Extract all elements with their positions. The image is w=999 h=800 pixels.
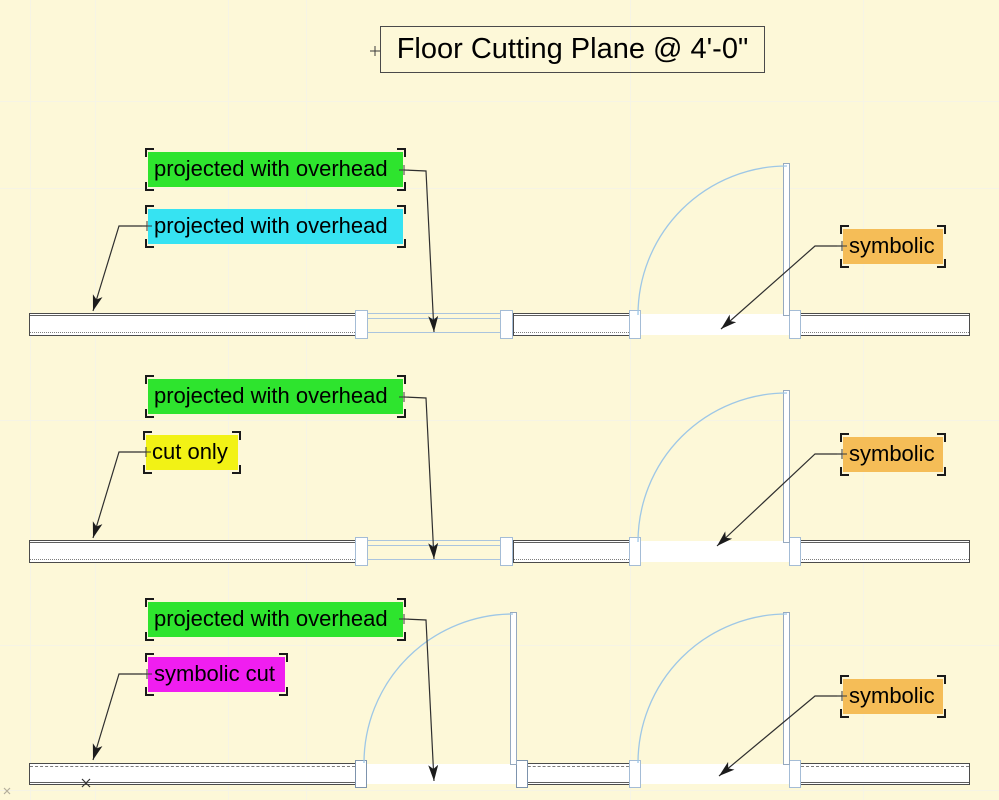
label-text: projected with overhead <box>154 383 388 408</box>
wall-segment[interactable] <box>29 763 356 785</box>
leader-row1-green <box>403 169 439 333</box>
leader-row3-green <box>403 618 439 782</box>
label-text: symbolic <box>849 233 935 258</box>
door-jamb <box>516 760 528 788</box>
label-text: symbolic cut <box>154 661 276 686</box>
wall-segment[interactable] <box>790 763 970 785</box>
wall-segment[interactable] <box>29 313 356 336</box>
grid-line-v <box>30 0 31 800</box>
label-text: projected with overhead <box>154 606 388 631</box>
wall-segment[interactable] <box>29 540 356 563</box>
grid-line-v <box>863 0 864 800</box>
door-leaf[interactable] <box>783 612 790 765</box>
leader-row3-magenta <box>92 673 147 761</box>
label-row3-projected-overhead[interactable]: projected with overhead <box>145 598 406 641</box>
door-leaf[interactable] <box>783 390 790 543</box>
leader-row2-green <box>403 396 439 560</box>
wall-segment[interactable] <box>517 763 630 785</box>
door-jamb <box>629 537 641 566</box>
door-opening <box>634 764 790 784</box>
label-row2-cut-only[interactable]: cut only <box>143 431 241 474</box>
label-row1-projected-overhead-cyan[interactable]: projected with overhead <box>145 205 406 248</box>
label-row1-projected-overhead[interactable]: projected with overhead <box>145 148 406 191</box>
grid-line-h <box>0 420 999 421</box>
label-text: symbolic <box>849 441 935 466</box>
title-text-box[interactable]: Floor Cutting Plane @ 4'-0" <box>380 26 765 73</box>
door-jamb <box>629 760 641 788</box>
window-projected[interactable] <box>366 313 502 333</box>
door-jamb <box>789 760 801 788</box>
label-text: symbolic <box>849 683 935 708</box>
window-jamb <box>500 310 513 339</box>
wall-segment[interactable] <box>790 313 970 336</box>
label-row1-symbolic[interactable]: symbolic <box>840 225 946 268</box>
grid-line-h <box>0 790 999 791</box>
grid-line-h <box>0 101 999 102</box>
door-jamb <box>789 310 801 339</box>
label-row2-symbolic[interactable]: symbolic <box>840 433 946 476</box>
window-jamb <box>355 537 368 566</box>
window-projected[interactable] <box>366 540 502 560</box>
door-leaf[interactable] <box>510 612 517 765</box>
wall-segment[interactable] <box>790 540 970 563</box>
door-opening <box>360 764 517 784</box>
label-text: projected with overhead <box>154 213 388 238</box>
door-swing-arcs <box>363 165 788 764</box>
leader-row2-yellow <box>92 451 146 539</box>
label-text: projected with overhead <box>154 156 388 181</box>
label-row2-projected-overhead[interactable]: projected with overhead <box>145 375 406 418</box>
page-title: Floor Cutting Plane @ 4'-0" <box>396 33 749 65</box>
door-leaf[interactable] <box>783 163 790 316</box>
door-jamb <box>355 760 367 788</box>
leader-row2-symbolic <box>716 453 842 547</box>
label-text: cut only <box>152 439 228 464</box>
label-row3-symbolic-cut[interactable]: symbolic cut <box>145 653 288 696</box>
grid-line-h <box>0 645 999 646</box>
grid-line-v <box>95 0 96 800</box>
grid-line-v <box>630 0 631 800</box>
label-row3-symbolic[interactable]: symbolic <box>840 675 946 718</box>
wall-segment[interactable] <box>513 540 630 563</box>
window-jamb <box>500 537 513 566</box>
door-swing-arc <box>637 392 788 543</box>
door-jamb <box>789 537 801 566</box>
endpoint-x-icon-faint <box>3 787 11 795</box>
leader-row1-cyan <box>92 225 147 312</box>
wall-segment[interactable] <box>513 313 630 336</box>
door-swing-arc <box>637 613 788 764</box>
door-jamb <box>629 310 641 339</box>
door-opening <box>634 314 790 335</box>
door-opening <box>634 541 790 562</box>
window-jamb <box>355 310 368 339</box>
